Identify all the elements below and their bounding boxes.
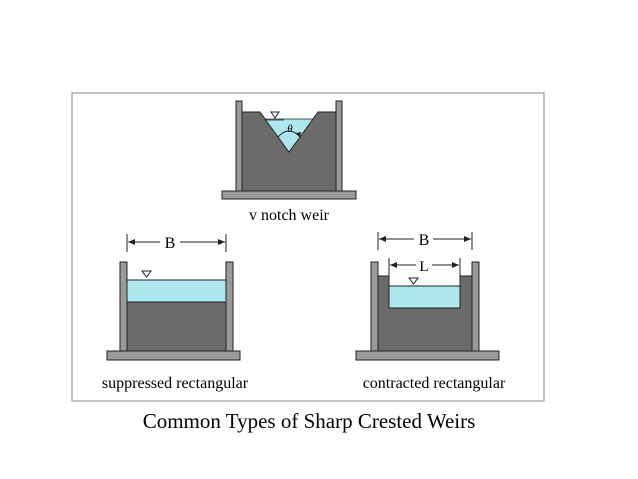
suppressed-left-wall <box>119 261 128 352</box>
contracted-l-label: L <box>419 259 428 275</box>
suppressed-weir: B suppressed rectangular <box>102 234 249 392</box>
suppressed-b-label: B <box>165 235 176 252</box>
suppressed-caption: suppressed rectangular <box>102 375 249 392</box>
v-notch-angle-label: θ <box>287 123 293 135</box>
suppressed-water <box>126 279 227 303</box>
v-notch-right-wall <box>335 100 343 192</box>
figure-caption: Common Types of Sharp Crested Weirs <box>143 409 476 433</box>
v-notch-base <box>221 190 357 200</box>
contracted-water <box>388 285 461 309</box>
contracted-base <box>355 350 500 361</box>
suppressed-plate <box>126 301 227 352</box>
contracted-right-wall <box>471 261 480 352</box>
v-notch-caption: v notch weir <box>249 207 330 224</box>
suppressed-right-wall <box>225 261 234 352</box>
contracted-weir: B L contracted rectangular <box>355 232 506 392</box>
v-notch-water <box>264 118 314 153</box>
v-notch-left-wall <box>235 100 243 192</box>
v-notch-surface-marker <box>270 111 280 119</box>
v-notch-weir: θ v notch weir <box>221 100 357 224</box>
v-notch-angle-arc <box>277 130 301 138</box>
contracted-b-label: B <box>419 232 430 249</box>
contracted-caption: contracted rectangular <box>363 375 506 392</box>
contracted-left-wall <box>370 261 379 352</box>
suppressed-base <box>106 350 241 361</box>
